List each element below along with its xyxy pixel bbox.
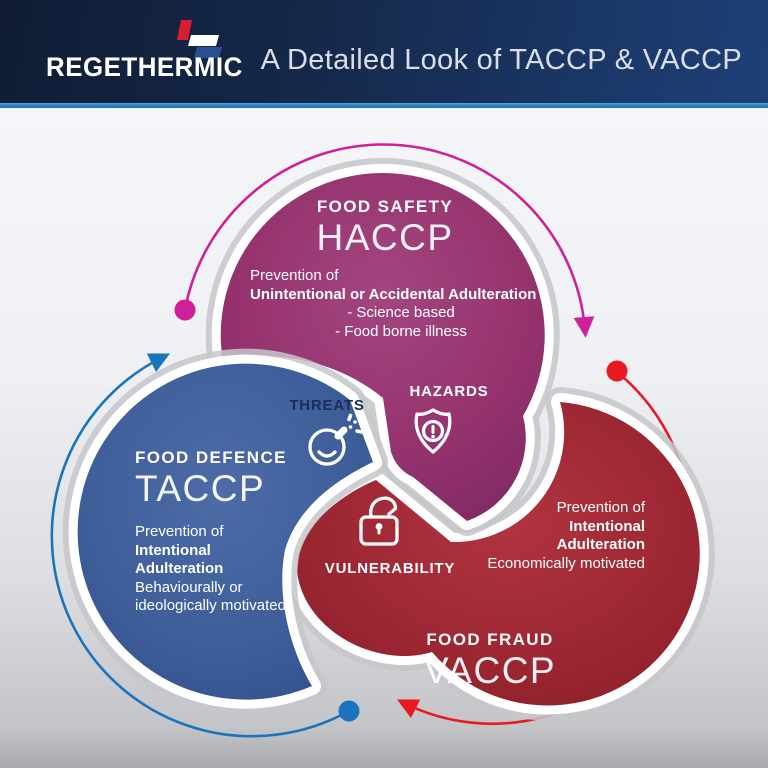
vaccp-text-block: Prevention of Intentional Adulteration E…	[420, 499, 645, 573]
haccp-cycle-arrow	[183, 143, 595, 338]
haccp-line2: Unintentional or Accidental Adulteration	[250, 285, 537, 303]
page-title: A Detailed Look of TACCP & VACCP	[260, 44, 742, 76]
haccp-bullet2: - Food borne illness	[335, 322, 467, 340]
taccp-text-block: FOOD DEFENCE TACCP Prevention of Intenti…	[135, 447, 345, 616]
regethermic-logo-icon	[177, 20, 222, 58]
header-bar: REGETHERMIC A Detailed Look of TACCP & V…	[0, 0, 768, 103]
open-padlock-icon	[359, 496, 399, 546]
taccp-line1: Prevention of	[135, 523, 224, 540]
taccp-line3: Adulteration	[135, 560, 224, 577]
taccp-line4: Behaviourally or	[135, 578, 243, 596]
taccp-cycle-dot	[338, 700, 360, 722]
regethermic-logo: REGETHERMIC	[46, 14, 246, 94]
header-accent-line	[0, 103, 768, 108]
taccp-acronym: TACCP	[135, 468, 266, 509]
haccp-line1: Prevention of	[250, 267, 339, 284]
haccp-category: FOOD SAFETY	[316, 197, 454, 216]
vaccp-acronym: VACCP	[423, 650, 557, 691]
logo-text: REGETHERMIC	[46, 52, 243, 82]
taccp-category: FOOD DEFENCE	[135, 448, 287, 467]
vulnerability-label: VULNERABILITY	[324, 560, 456, 577]
threats-label: THREATS	[289, 397, 365, 414]
taccp-line2: Intentional	[135, 541, 211, 559]
taccp-line5: ideologically motivated	[135, 597, 286, 614]
vaccp-line1: Prevention of	[556, 499, 645, 516]
vaccp-cycle-dot	[606, 360, 628, 382]
vaccp-line3: Adulteration	[556, 536, 645, 553]
shield-alert-icon	[414, 408, 452, 454]
taccp-cycle-arrow	[50, 353, 350, 738]
vaccp-line2: Intentional	[569, 517, 645, 535]
haccp-acronym: HACCP	[316, 217, 454, 258]
haccp-text-block: FOOD SAFETY HACCP Prevention of Unintent…	[205, 196, 565, 341]
vaccp-line4: Economically motivated	[487, 554, 645, 572]
vaccp-heading-block: FOOD FRAUD VACCP	[370, 629, 610, 691]
haccp-cycle-dot	[174, 299, 196, 321]
haccp-bullet1: - Science based	[347, 304, 455, 321]
vaccp-category: FOOD FRAUD	[426, 630, 554, 649]
bomb-icon	[308, 413, 364, 466]
hazards-label: HAZARDS	[409, 383, 489, 400]
